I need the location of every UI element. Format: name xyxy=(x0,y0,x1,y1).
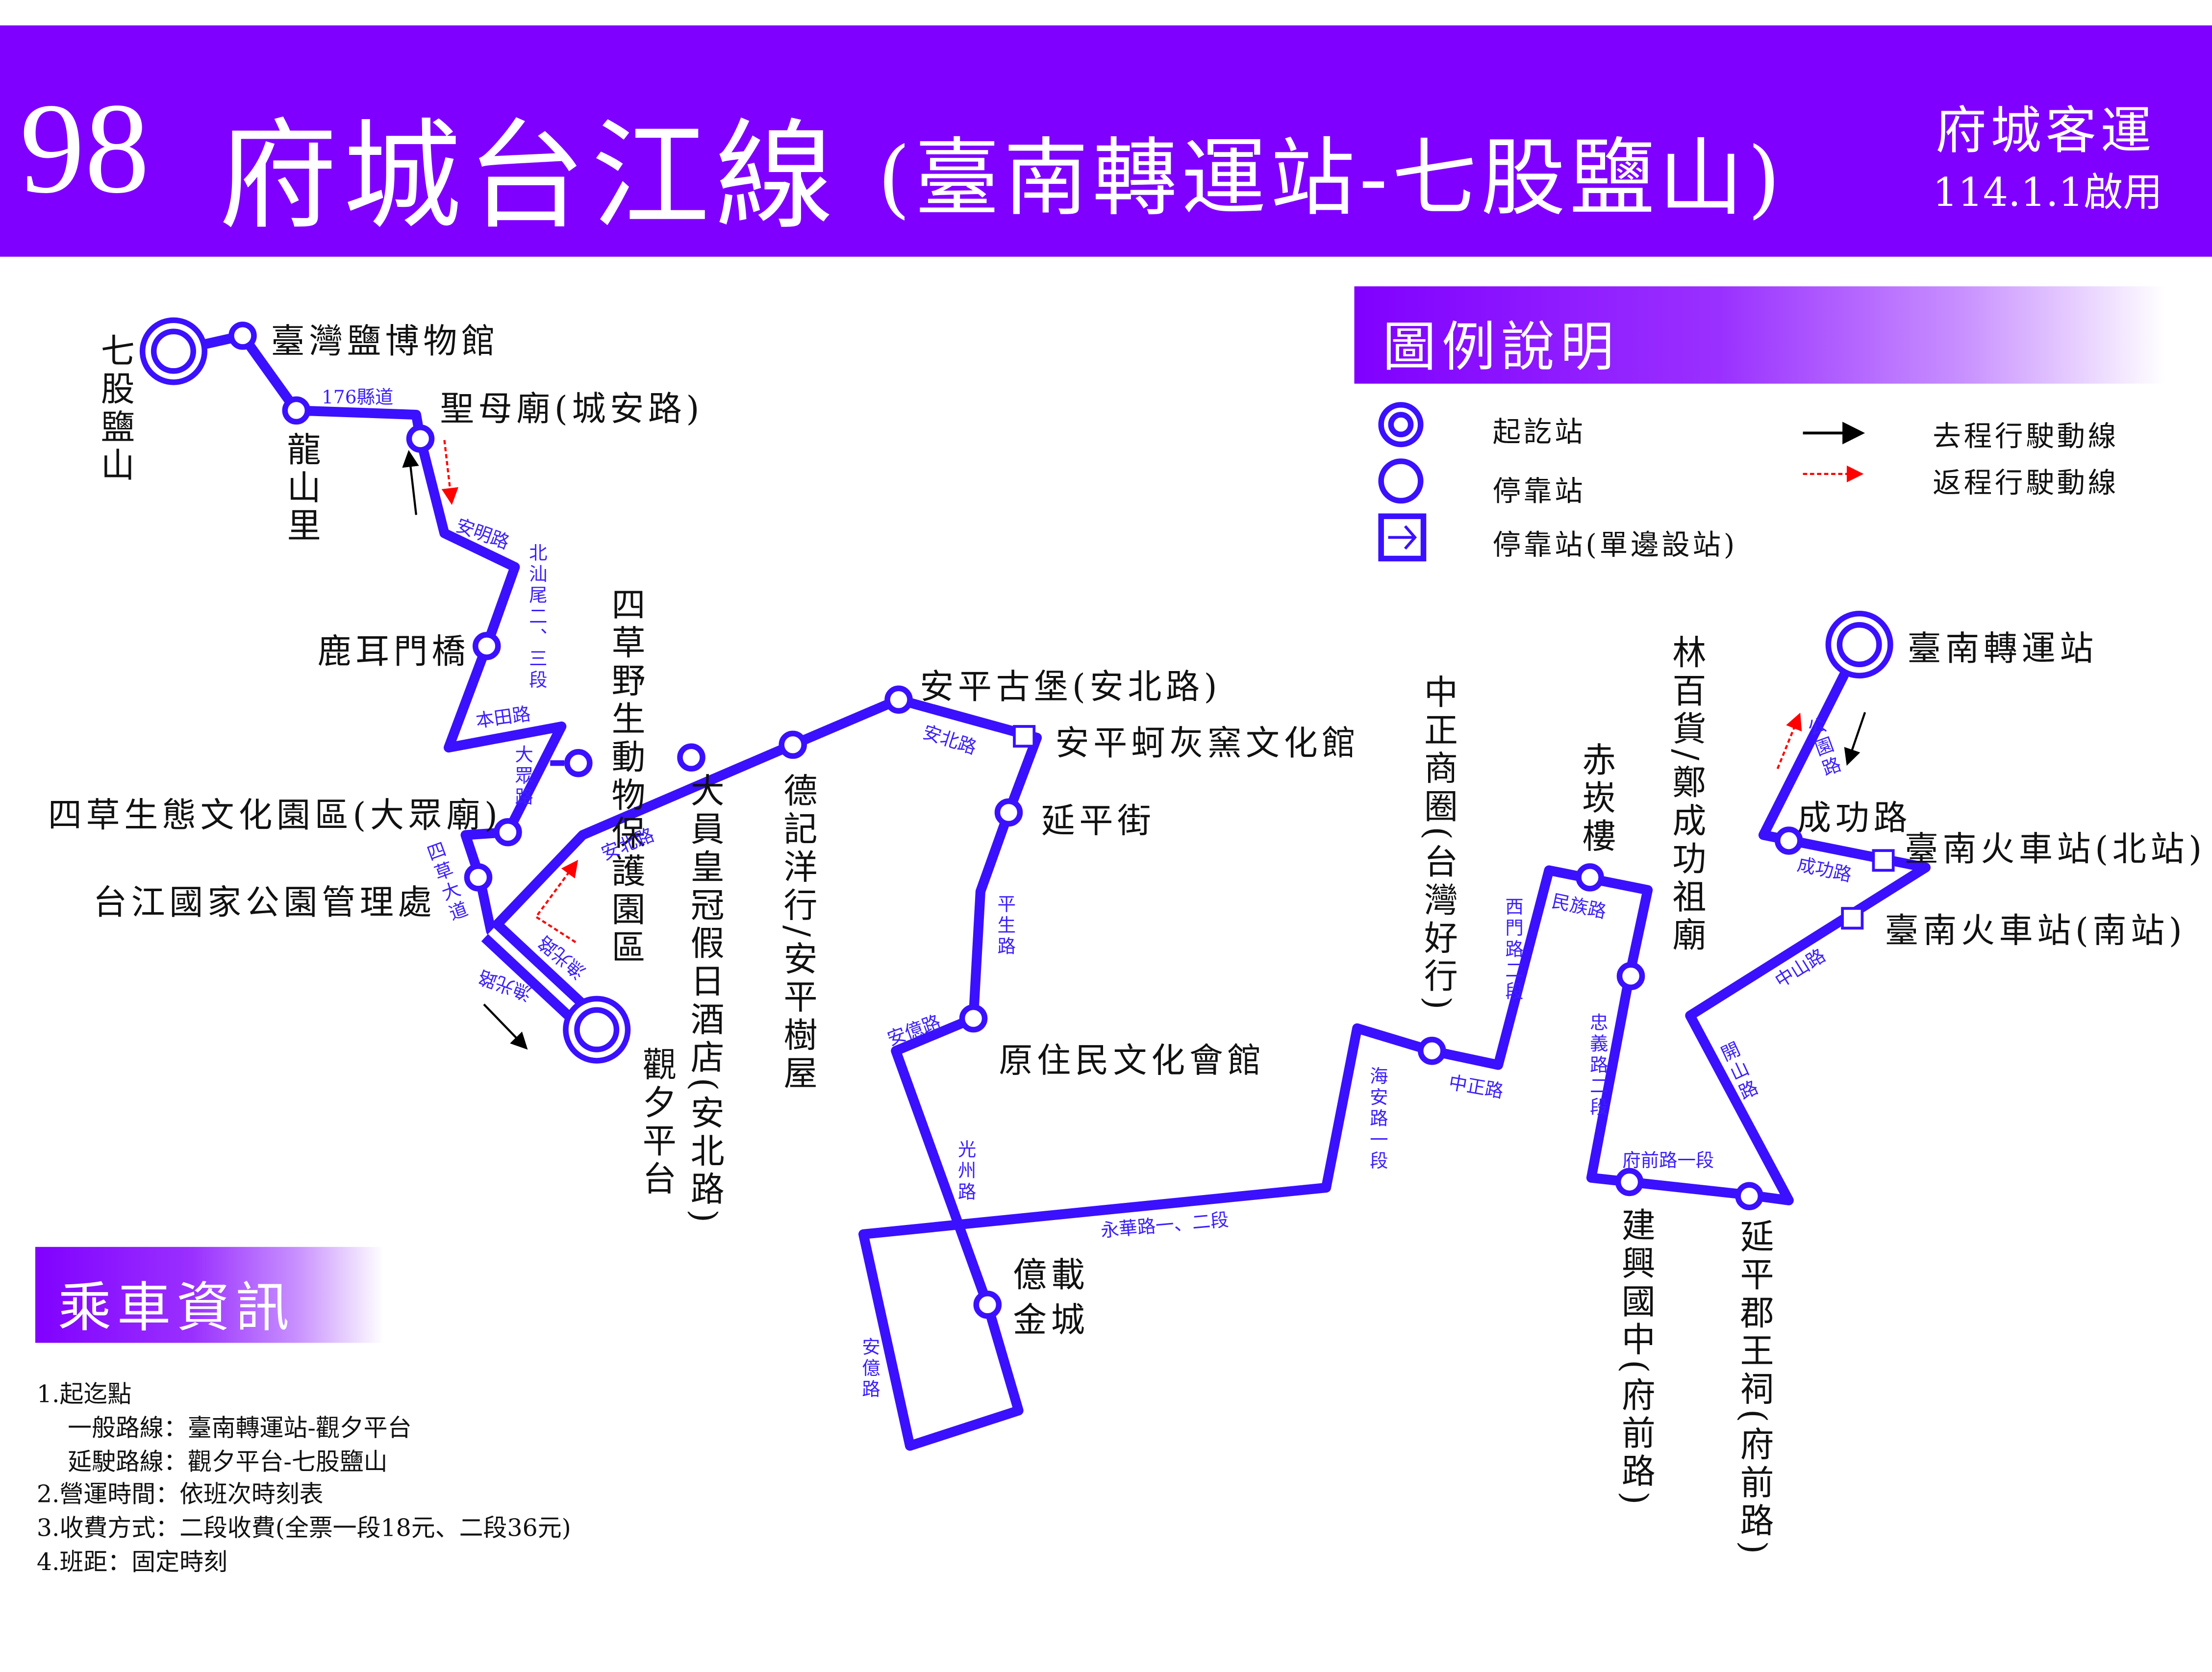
road-label: 光州路 xyxy=(954,1140,975,1203)
station-south[interactable]: 臺南火車站(南站) xyxy=(1885,911,2187,951)
station-luermen[interactable]: 鹿耳門橋 xyxy=(317,632,470,672)
one-side-stop-marker[interactable] xyxy=(1872,849,1895,872)
station-guanxi[interactable]: 觀夕平台 xyxy=(636,1047,676,1199)
stop-marker[interactable] xyxy=(973,1291,1002,1319)
road-label: 海安路一段 xyxy=(1365,1066,1387,1173)
road-label: 府前路一段 xyxy=(1622,1151,1714,1173)
station-chikan[interactable]: 赤崁樓 xyxy=(1576,742,1615,856)
stop-marker[interactable] xyxy=(884,685,913,714)
legend-stop-label: 停靠站 xyxy=(1492,474,1586,508)
one-side-stop-marker[interactable] xyxy=(1841,907,1864,930)
station-sicao-eco[interactable]: 四草生態文化園區(大眾廟) xyxy=(48,795,502,835)
station-linbaihuo[interactable]: 林百貨/鄭成功祖廟 xyxy=(1666,634,1706,955)
info-line: 4.班距：固定時刻 xyxy=(36,1548,227,1577)
station-crown-hotel[interactable]: 大員皇冠假日酒店(安北路) xyxy=(684,773,724,1227)
legend-title: 圖例說明 xyxy=(1382,316,1620,378)
stop-marker[interactable] xyxy=(282,396,311,425)
station-chenggong[interactable]: 成功路 xyxy=(1797,798,1912,838)
stop-marker[interactable] xyxy=(472,632,501,660)
road-label: 西門路二段 xyxy=(1501,897,1522,1003)
stop-marker[interactable] xyxy=(779,730,807,759)
station-oyster-museum[interactable]: 安平蚵灰窯文化館 xyxy=(1055,724,1360,763)
operator: 府城客運 xyxy=(1936,103,2156,161)
route-number: 98 xyxy=(20,76,150,220)
effective-date: 114.1.1啟用 xyxy=(1933,169,2163,216)
info-line: 3.收費方式：二段收費(全票一段18元、二段36元) xyxy=(36,1515,571,1544)
info-title: 乘車資訊 xyxy=(57,1276,295,1339)
road-label: 平生路 xyxy=(993,894,1014,958)
route-name: 府城台江線 xyxy=(219,107,840,246)
station-yizai[interactable]: 億載金城 xyxy=(1013,1255,1089,1340)
road-label: 北汕尾二、三段 xyxy=(525,543,546,692)
station-longshan[interactable]: 龍山里 xyxy=(280,431,321,546)
station-deji[interactable]: 德記洋行/安平樹屋 xyxy=(777,773,817,1094)
stops xyxy=(139,317,1895,1319)
stop-marker[interactable] xyxy=(564,749,593,777)
route-path-west xyxy=(172,330,1931,1451)
info-line: 延駛路線：觀夕平台-七股鹽山 xyxy=(68,1448,388,1477)
stop-marker[interactable] xyxy=(994,798,1023,827)
stop-marker[interactable] xyxy=(1615,1168,1644,1197)
info-line: 2.營運時間：依班次時刻表 xyxy=(36,1481,324,1510)
station-zhongzheng[interactable]: 中正商圈(台灣好行) xyxy=(1417,674,1458,1014)
station-salt-museum[interactable]: 臺灣鹽博物館 xyxy=(271,322,500,361)
stop-marker[interactable] xyxy=(1576,863,1604,892)
stop-marker[interactable] xyxy=(228,322,257,350)
station-sicao-wild[interactable]: 四草野生動物保護園區 xyxy=(605,587,645,968)
legend-terminal-label: 起訖站 xyxy=(1492,415,1586,449)
header-banner xyxy=(0,25,2212,257)
legend-inbound-label: 返程行駛動線 xyxy=(1933,465,2119,499)
station-qigu[interactable]: 七股鹽山 xyxy=(94,333,134,485)
road-label: 安億路 xyxy=(857,1337,879,1401)
legend-header: 圖例說明 xyxy=(1354,286,2166,384)
station-yanping-shrine[interactable]: 延平郡王祠(府前路) xyxy=(1734,1219,1774,1558)
station-anping-fort[interactable]: 安平古堡(安北路) xyxy=(920,667,1222,707)
route-span: (臺南轉運站-七股鹽山) xyxy=(877,129,1785,229)
stop-marker[interactable] xyxy=(1616,962,1645,991)
road-label: 忠義路二段 xyxy=(1585,1013,1607,1119)
road-label: 大眾路 xyxy=(510,745,532,808)
station-north[interactable]: 臺南火車站(北站) xyxy=(1904,829,2206,869)
stop-marker[interactable] xyxy=(494,818,522,847)
station-terminal-tainan[interactable]: 臺南轉運站 xyxy=(1907,629,2098,669)
stop-marker[interactable] xyxy=(1735,1182,1763,1210)
station-jianxing[interactable]: 建興國中(府前路) xyxy=(1615,1207,1655,1509)
stop-marker[interactable] xyxy=(959,1004,988,1033)
station-taijiang-office[interactable]: 台江國家公園管理處 xyxy=(93,883,436,923)
info-line: 1.起迄點 xyxy=(36,1381,132,1409)
one-side-stop-marker[interactable] xyxy=(1013,725,1036,748)
stop-marker[interactable] xyxy=(464,863,493,892)
info-line: 一般路線：臺南轉運站-觀夕平台 xyxy=(68,1415,412,1443)
legend-one-side-label: 停靠站(單邊設站) xyxy=(1492,527,1738,562)
stop-marker[interactable] xyxy=(1775,826,1803,855)
station-indigenous[interactable]: 原住民文化會館 xyxy=(999,1041,1266,1081)
station-yanping-st[interactable]: 延平街 xyxy=(1041,801,1156,841)
station-shengmu[interactable]: 聖母廟(城安路) xyxy=(440,389,704,429)
road-label: 176縣道 xyxy=(322,388,394,409)
direction-arrows xyxy=(402,422,1866,1050)
stop-marker[interactable] xyxy=(677,743,705,772)
info-header: 乘車資訊 xyxy=(35,1247,384,1343)
stop-marker[interactable] xyxy=(1417,1037,1446,1065)
legend-outbound-label: 去程行駛動線 xyxy=(1933,419,2119,453)
stop-marker[interactable] xyxy=(406,424,435,453)
legend-stop-icon xyxy=(1378,458,1424,504)
